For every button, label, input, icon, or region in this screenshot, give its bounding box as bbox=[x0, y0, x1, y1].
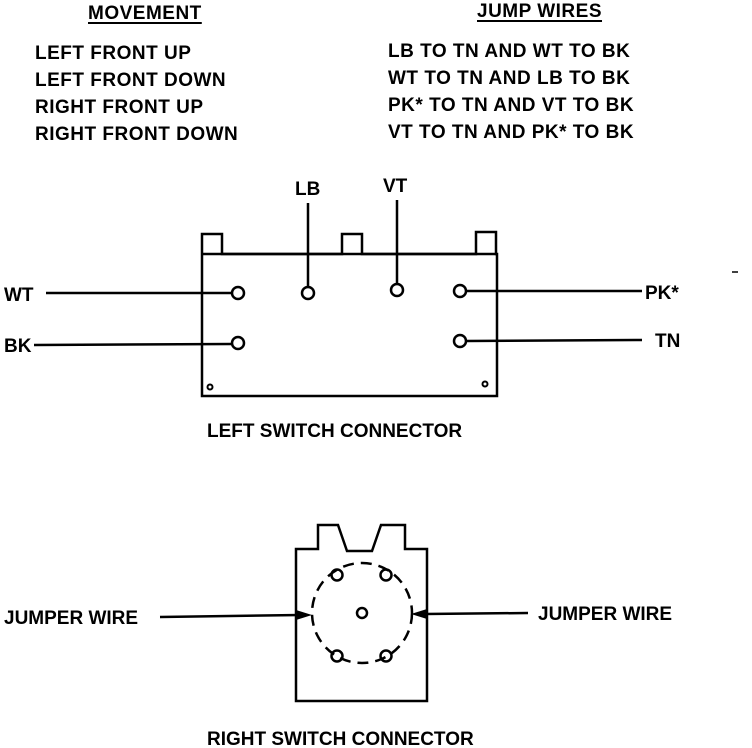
jump-wires-header: JUMP WIRES bbox=[477, 1, 603, 22]
left-connector-body bbox=[200, 230, 499, 398]
label-lb: LB bbox=[295, 179, 320, 200]
terminal-wt bbox=[230, 285, 246, 301]
terminal-lb bbox=[300, 285, 316, 301]
label-bk: BK bbox=[4, 336, 32, 357]
right-switch-connector bbox=[159, 523, 529, 703]
terminal-tn bbox=[452, 333, 468, 349]
label-wt: WT bbox=[4, 285, 34, 306]
terminal-vt bbox=[389, 282, 405, 298]
pin-bottom-left bbox=[330, 649, 344, 663]
arrow-right-icon bbox=[411, 609, 427, 619]
left-connector-caption: LEFT SWITCH CONNECTOR bbox=[207, 421, 462, 442]
terminal-bk bbox=[230, 335, 246, 351]
left-mount-hole bbox=[206, 383, 214, 391]
jumper-wire-left bbox=[159, 613, 301, 619]
jumper-wire-right-label: JUMPER WIRE bbox=[538, 604, 672, 625]
right-connector-body bbox=[294, 523, 429, 703]
wire-bk bbox=[33, 342, 233, 347]
terminal-pk bbox=[452, 283, 468, 299]
jump-row-4: VT TO TN AND PK* TO BK bbox=[388, 122, 635, 143]
jump-row-2: WT TO TN AND LB TO BK bbox=[388, 68, 631, 89]
right-mount-hole bbox=[481, 380, 489, 388]
movement-row-2: LEFT FRONT DOWN bbox=[35, 70, 227, 91]
label-vt: VT bbox=[383, 176, 408, 197]
pin-top-left bbox=[330, 568, 344, 582]
label-tn: TN bbox=[655, 331, 680, 352]
dashed-ring bbox=[310, 561, 414, 665]
wire-tn bbox=[465, 338, 643, 343]
jump-row-3: PK* TO TN AND VT TO BK bbox=[388, 95, 635, 116]
jumper-wire-left-label: JUMPER WIRE bbox=[4, 608, 138, 629]
jumper-wire-right bbox=[424, 611, 529, 616]
movement-header: MOVEMENT bbox=[88, 3, 202, 24]
movement-row-3: RIGHT FRONT UP bbox=[35, 97, 204, 118]
pin-top-right bbox=[379, 568, 393, 582]
movement-row-4: RIGHT FRONT DOWN bbox=[35, 124, 239, 145]
right-connector-caption: RIGHT SWITCH CONNECTOR bbox=[207, 729, 474, 748]
left-switch-connector bbox=[33, 200, 643, 398]
jump-row-1: LB TO TN AND WT TO BK bbox=[388, 41, 631, 62]
movement-row-1: LEFT FRONT UP bbox=[35, 43, 192, 64]
pin-center bbox=[355, 606, 369, 620]
pin-bottom-right bbox=[379, 649, 393, 663]
label-pk: PK* bbox=[645, 283, 679, 304]
arrow-left-icon bbox=[296, 610, 312, 620]
